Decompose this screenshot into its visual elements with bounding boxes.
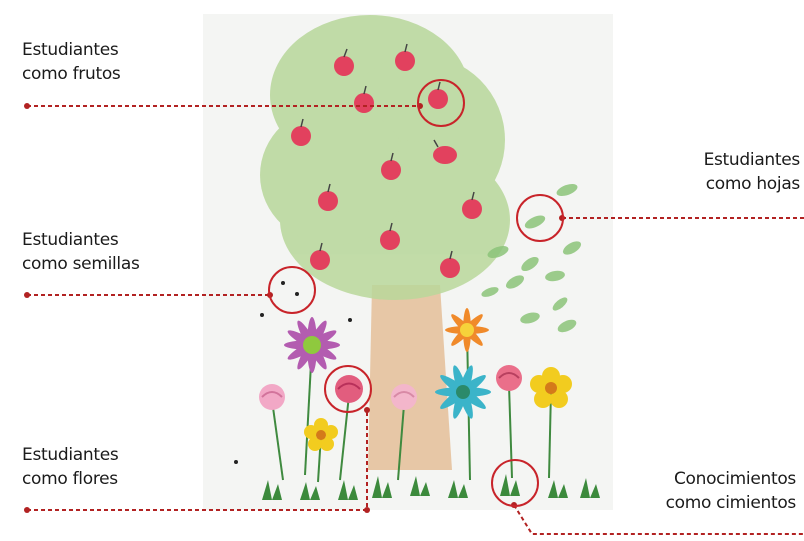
label-hojas: Estudiantes como hojas: [704, 148, 800, 196]
label-semillas-line2: como semillas: [22, 252, 140, 276]
label-frutos: Estudiantes como frutos: [22, 38, 120, 86]
label-flores: Estudiantes como flores: [22, 443, 118, 491]
label-flores-line2: como flores: [22, 467, 118, 491]
label-flores-line1: Estudiantes: [22, 443, 118, 467]
label-frutos-line1: Estudiantes: [22, 38, 120, 62]
label-cimientos-line1: Conocimientos: [666, 467, 796, 491]
tree-trunk: [368, 285, 452, 470]
label-semillas: Estudiantes como semillas: [22, 228, 140, 276]
label-cimientos-line2: como cimientos: [666, 491, 796, 515]
label-hojas-line1: Estudiantes: [704, 148, 800, 172]
label-hojas-line2: como hojas: [704, 172, 800, 196]
label-semillas-line1: Estudiantes: [22, 228, 140, 252]
label-frutos-line2: como frutos: [22, 62, 120, 86]
label-cimientos: Conocimientos como cimientos: [666, 467, 796, 515]
